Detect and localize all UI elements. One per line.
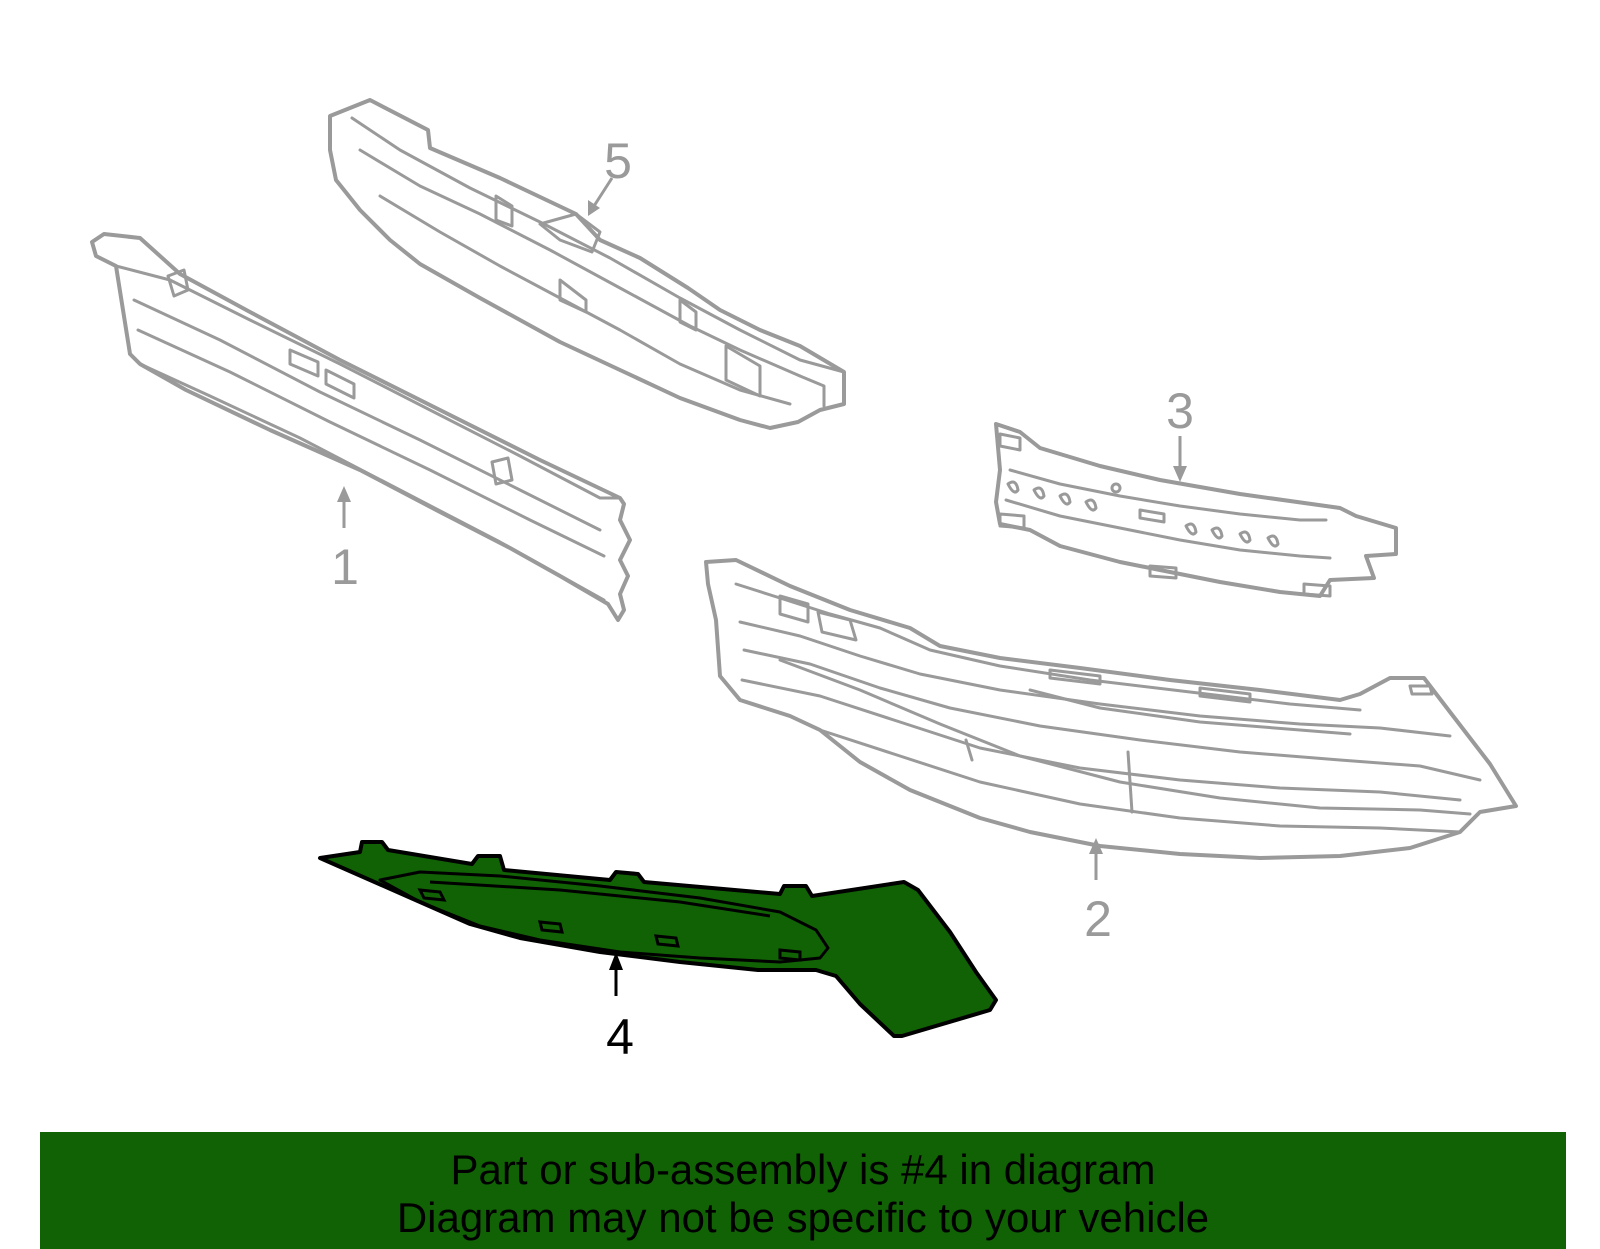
callout-arrow-5 — [588, 177, 614, 216]
callout-label-4: 4 — [606, 1009, 634, 1065]
part-3-bracket[interactable] — [994, 422, 1398, 598]
callout-label-2: 2 — [1084, 891, 1112, 947]
callout-label-1: 1 — [331, 539, 359, 595]
callout-arrow-1 — [337, 486, 351, 528]
part-1-grille[interactable] — [90, 232, 632, 622]
caption-line-1: Part or sub-assembly is #4 in diagram — [450, 1146, 1156, 1193]
callout-label-5: 5 — [604, 133, 632, 189]
callout-arrow-2 — [1089, 838, 1103, 880]
callout-arrow-4 — [609, 952, 623, 996]
callout-arrow-3 — [1173, 436, 1187, 482]
part-4-molding-highlighted[interactable] — [318, 840, 998, 1038]
caption-line-2: Diagram may not be specific to your vehi… — [396, 1194, 1210, 1241]
part-2-lower-grille[interactable] — [704, 558, 1518, 860]
part-5-absorber[interactable] — [328, 98, 846, 430]
callout-label-3: 3 — [1166, 383, 1194, 439]
caption-text: Part or sub-assembly is #4 in diagram Di… — [40, 1132, 1566, 1249]
caption-banner — [40, 1132, 1566, 1249]
